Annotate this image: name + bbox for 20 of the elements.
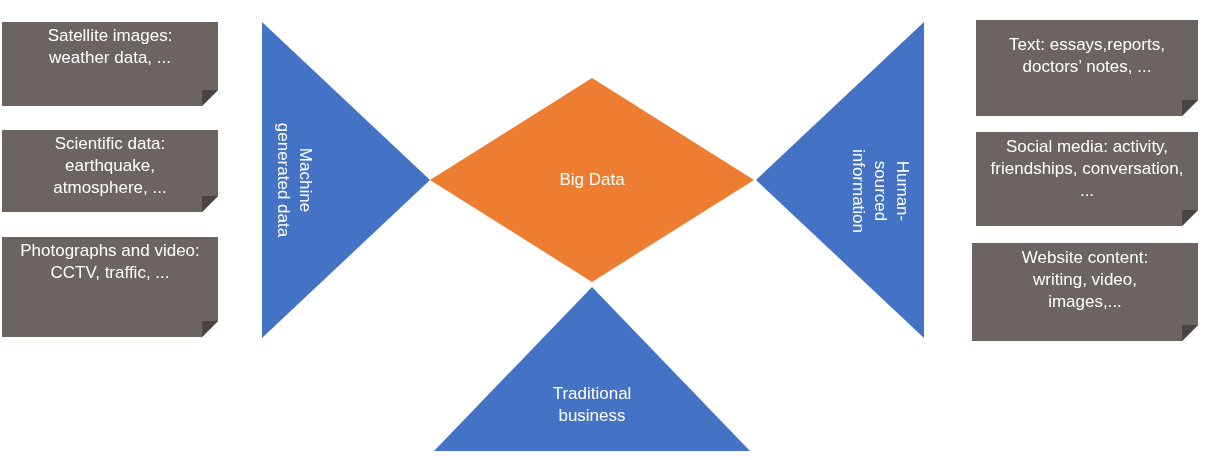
shape-label: Human-sourced information xyxy=(848,147,913,236)
note-text: Social media: activity, friendships, conversation, ... xyxy=(989,136,1185,202)
note-card xyxy=(972,243,1198,341)
shape-label: Big Data xyxy=(558,169,626,191)
shape-label: Traditional business xyxy=(551,383,633,427)
triangle xyxy=(434,287,750,451)
note-text: Text: essays,reports, doctors’ notes, ... xyxy=(1008,34,1166,78)
note-card xyxy=(976,132,1198,226)
note-card xyxy=(2,237,218,337)
note-text: Website content: writing, video, images,... xyxy=(1020,247,1150,313)
note-text: Photographs and video: CCTV, traffic, ... xyxy=(20,240,200,284)
note-card xyxy=(2,22,218,106)
shape-label: Machine generated data xyxy=(273,121,316,240)
triangle xyxy=(262,22,430,338)
diamond xyxy=(430,78,754,282)
note-text: Scientific data: earthquake, atmosphere, ... xyxy=(52,133,168,199)
note-card xyxy=(976,20,1198,116)
triangle xyxy=(756,22,924,338)
note-card xyxy=(2,130,218,212)
note-text: Satellite images: weather data, ... xyxy=(46,25,174,69)
